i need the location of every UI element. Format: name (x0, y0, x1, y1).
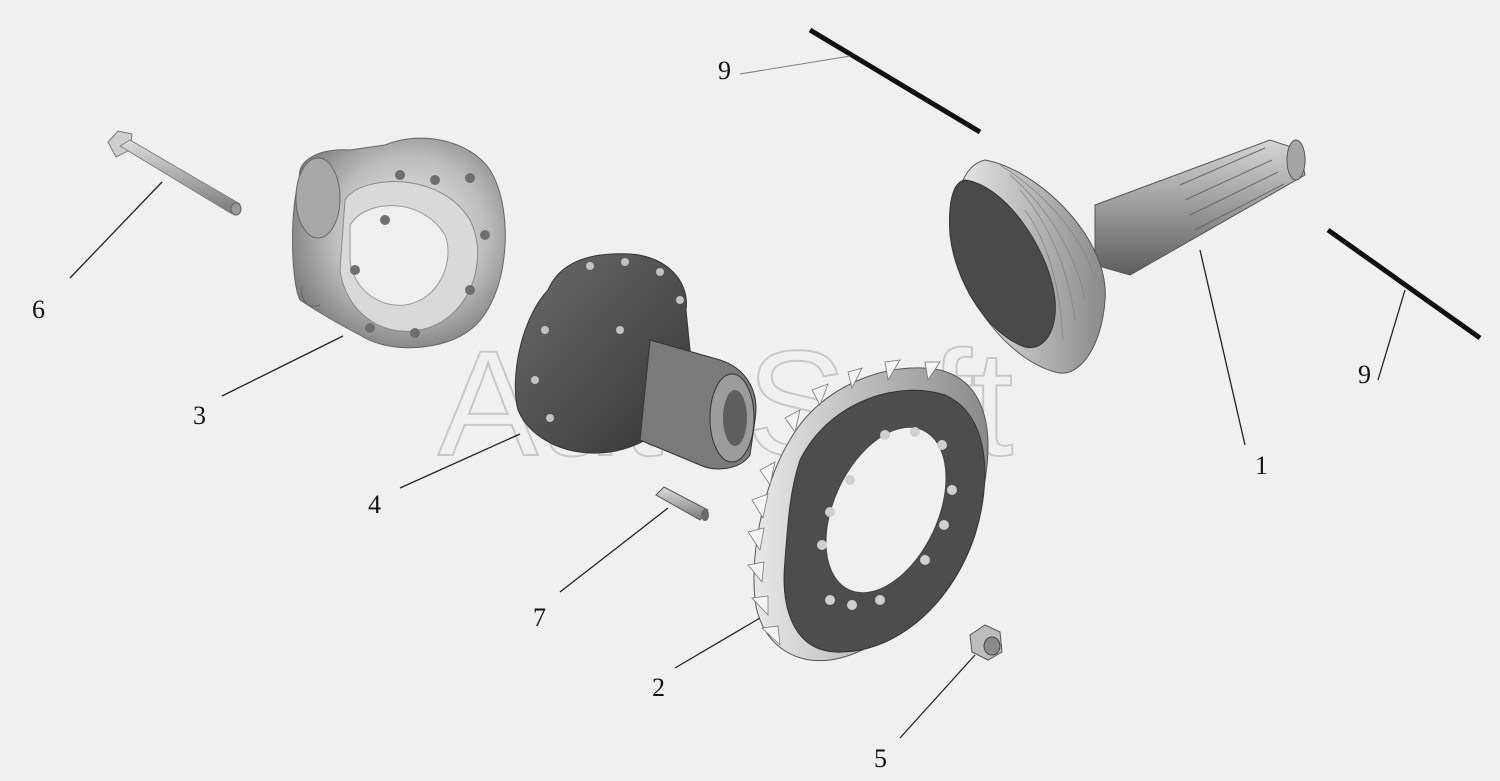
leader-6 (69, 181, 163, 279)
part-1-drive-pinion (949, 139, 1306, 374)
part-6-bolt (107, 130, 242, 216)
callout-3: 3 (193, 401, 206, 430)
leader-5 (899, 654, 976, 739)
callout-7: 7 (533, 603, 546, 632)
callout-9-right: 9 (1358, 360, 1371, 389)
callout-2: 2 (652, 673, 665, 702)
leader-1 (1199, 249, 1246, 446)
leader-3 (221, 335, 344, 397)
callout-6: 6 (32, 295, 45, 324)
callout-1: 1 (1255, 451, 1268, 480)
leader-9-top (739, 55, 851, 75)
leader-lines (69, 55, 1406, 739)
leader-9-right (1377, 289, 1406, 381)
callout-5: 5 (874, 744, 887, 773)
part-4-case-hub (514, 253, 757, 470)
part-9-bar-right (1326, 227, 1482, 341)
part-5-nut (969, 624, 1003, 661)
part-3-case-half (292, 137, 506, 349)
callout-4: 4 (368, 490, 381, 519)
leader-4 (399, 433, 521, 489)
leader-2 (674, 617, 761, 669)
part-2-ring-gear (747, 359, 989, 662)
part-9-bar-top (808, 27, 982, 135)
callout-9-top: 9 (718, 56, 731, 85)
part-7-pin (655, 486, 709, 521)
leader-7 (559, 507, 669, 593)
